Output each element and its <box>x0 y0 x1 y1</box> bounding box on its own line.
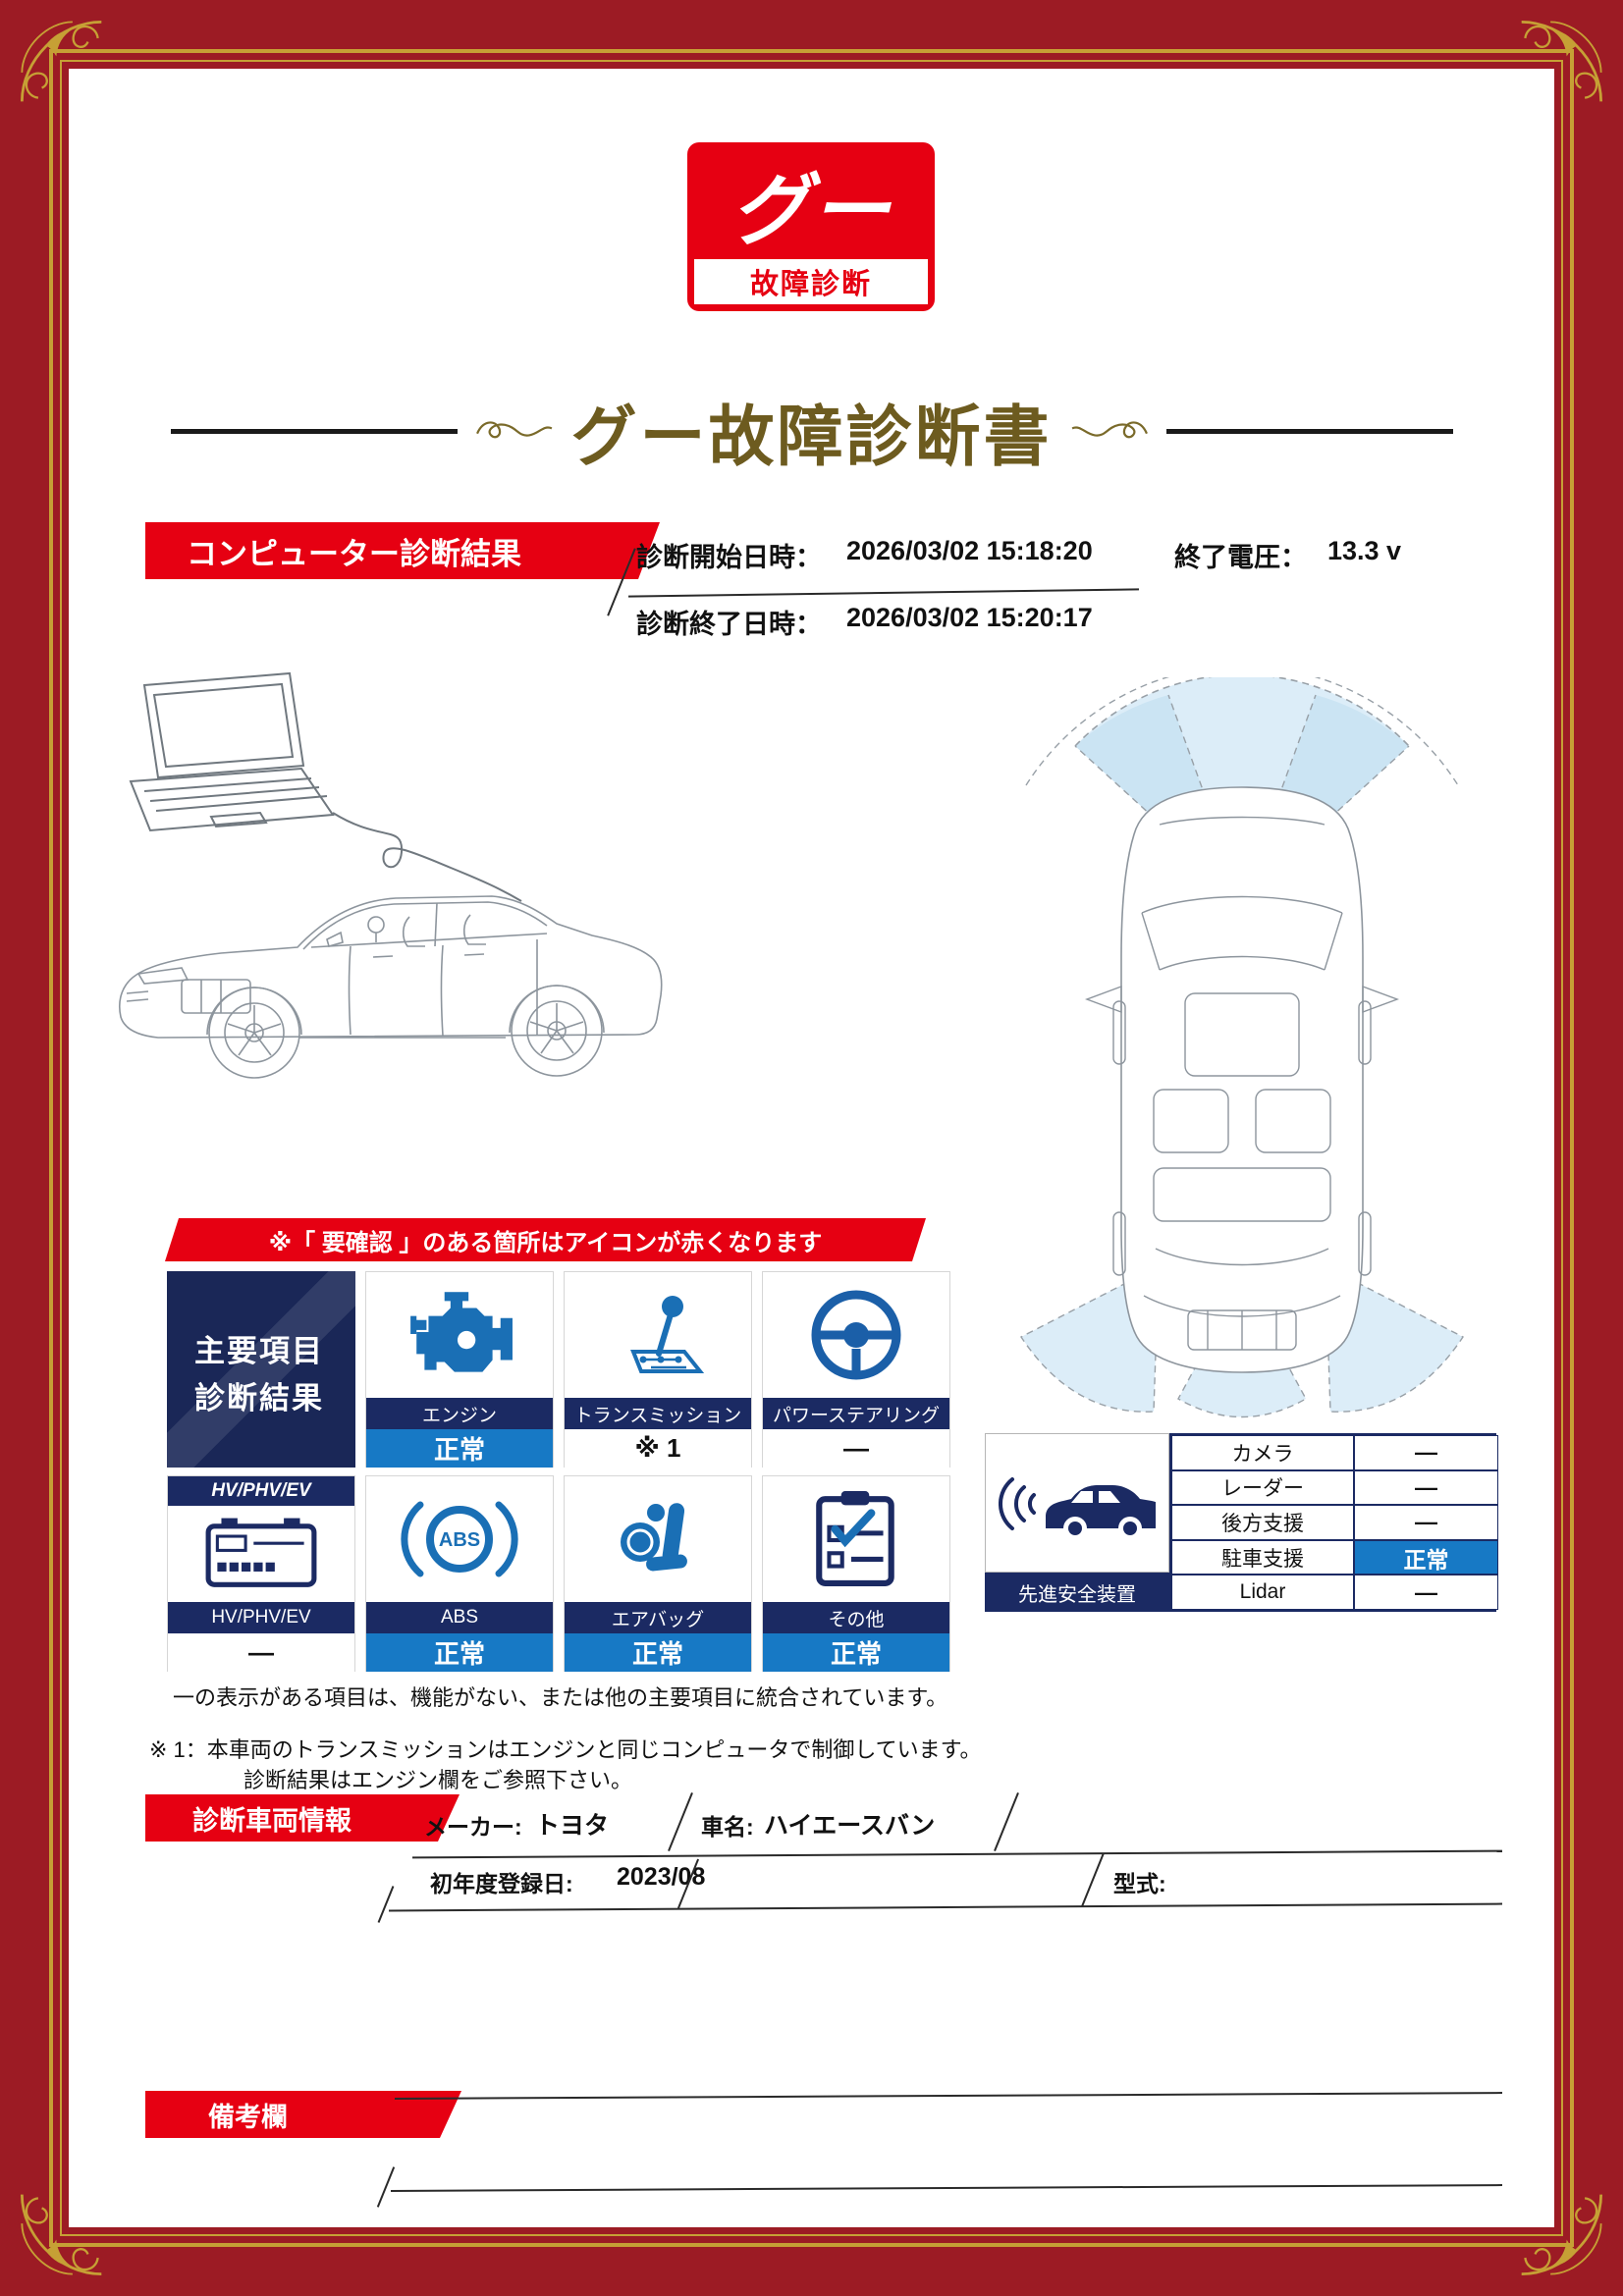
abs-status: 正常 <box>366 1633 553 1672</box>
other-result-cell: その他 正常 <box>762 1475 950 1672</box>
end-voltage-value: 13.3 v <box>1327 536 1402 565</box>
adas-table: カメラ — レーダー — 後方支援 — 駐車支援 正常 Lidar — <box>1169 1433 1498 1612</box>
corner-ornament-icon <box>20 20 102 102</box>
car-side-wireframe-illustration <box>119 671 663 1079</box>
maker-label: メーカー: <box>424 1814 522 1840</box>
computer-diagnosis-banner: コンピューター診断結果 <box>145 522 660 579</box>
other-status: 正常 <box>763 1633 949 1672</box>
engine-status: 正常 <box>366 1429 553 1468</box>
airbag-result-cell: エアバッグ 正常 <box>564 1475 752 1672</box>
corner-ornament-icon <box>1521 20 1603 102</box>
transmission-result-cell: トランスミッション ※ 1 <box>564 1271 752 1468</box>
first-registration-label: 初年度登録日: <box>430 1871 573 1896</box>
airbag-icon <box>565 1476 751 1602</box>
hv-result-cell: HV/PHV/EV HV/PHV/EV — <box>167 1475 355 1672</box>
car-name-value: ハイエースバン <box>764 1812 936 1840</box>
transmission-icon <box>565 1272 751 1398</box>
abs-label: ABS <box>366 1602 553 1633</box>
footnote-line1: ※ 1：本車両のトランスミッションはエンジンと同じコンピュータで制御しています。 <box>149 1737 982 1762</box>
diagnosis-start-value: 2026/03/02 15:18:20 <box>846 536 1093 565</box>
corner-ornament-icon <box>1521 2194 1603 2276</box>
adas-row-value: — <box>1354 1575 1498 1610</box>
summary-header-text: 主要項目 診断結果 <box>194 1334 324 1416</box>
title-rule-right <box>1165 428 1453 434</box>
model-code-label: 型式: <box>1113 1871 1166 1896</box>
transmission-status: ※ 1 <box>565 1429 751 1468</box>
car-sensor-waves-icon <box>999 1477 1156 1540</box>
footnote-line2: 診断結果はエンジン欄をご参照下さい。 <box>243 1768 633 1792</box>
adas-icon-box <box>985 1433 1169 1573</box>
diagnosis-end-label: 診断終了日時： <box>636 610 822 639</box>
adas-row-value: — <box>1354 1469 1498 1506</box>
engine-label: エンジン <box>366 1398 553 1429</box>
attention-notice-banner: ※「 要確認 」のある箇所はアイコンが赤くなります <box>165 1218 926 1261</box>
power-steering-result-cell: パワーステアリング — <box>762 1271 950 1468</box>
hv-header: HV/PHV/EV <box>168 1476 354 1506</box>
page-title: グー故障診断書 <box>570 400 1053 474</box>
adas-row-value: — <box>1354 1435 1498 1470</box>
adas-row-name: レーダー <box>1171 1469 1354 1506</box>
steering-wheel-icon <box>763 1272 949 1398</box>
diagnosis-end-value: 2026/03/02 15:20:17 <box>846 603 1093 632</box>
abs-result-cell: ABS ABS 正常 <box>365 1475 554 1672</box>
engine-result-cell: エンジン 正常 <box>365 1271 554 1468</box>
car-name-label: 車名: <box>701 1814 754 1840</box>
adas-row-name: カメラ <box>1171 1435 1354 1470</box>
goo-logo: グー 故障診断 <box>687 142 935 311</box>
adas-label: 先進安全装置 <box>985 1573 1169 1612</box>
title-rule-left <box>170 428 458 434</box>
checklist-icon <box>763 1476 949 1602</box>
power-steering-label: パワーステアリング <box>763 1398 949 1429</box>
diagnosis-start-label: 診断開始日時： <box>636 543 822 572</box>
vehicle-info-banner: 診断車両情報 <box>145 1794 460 1842</box>
airbag-status: 正常 <box>565 1633 751 1672</box>
first-registration-value: 2023/08 <box>617 1863 706 1891</box>
abs-icon: ABS <box>366 1476 553 1602</box>
power-steering-status: — <box>763 1429 949 1468</box>
goo-logo-caption: 故障診断 <box>694 259 928 304</box>
corner-ornament-icon <box>20 2194 102 2276</box>
title-flourish-icon <box>1071 421 1148 439</box>
adas-row-name: 後方支援 <box>1171 1505 1354 1540</box>
dash-meaning-note: 一の表示がある項目は、機能がない、または他の主要項目に統合されています。 <box>173 1685 948 1710</box>
summary-header-cell: 主要項目 診断結果 <box>167 1271 355 1468</box>
car-top-sensor-illustration <box>1019 677 1465 1418</box>
report-title-row: グー故障診断書 <box>0 389 1623 474</box>
goo-logo-brand-text: グー <box>730 167 892 254</box>
hv-battery-icon <box>168 1506 354 1602</box>
maker-value: トヨタ <box>535 1812 610 1840</box>
hv-status: — <box>168 1633 354 1672</box>
transmission-label: トランスミッション <box>565 1398 751 1429</box>
adas-row-name: Lidar <box>1171 1575 1354 1610</box>
engine-icon <box>366 1272 553 1398</box>
svg-text:ABS: ABS <box>439 1529 480 1551</box>
adas-row-value: 正常 <box>1354 1539 1498 1575</box>
title-flourish-icon <box>475 421 552 439</box>
adas-row-name: 駐車支援 <box>1171 1539 1354 1575</box>
adas-row-value: — <box>1354 1505 1498 1540</box>
other-label: その他 <box>763 1602 949 1633</box>
airbag-label: エアバッグ <box>565 1602 751 1633</box>
hv-label: HV/PHV/EV <box>168 1602 354 1633</box>
end-voltage-label: 終了電圧： <box>1174 543 1307 572</box>
